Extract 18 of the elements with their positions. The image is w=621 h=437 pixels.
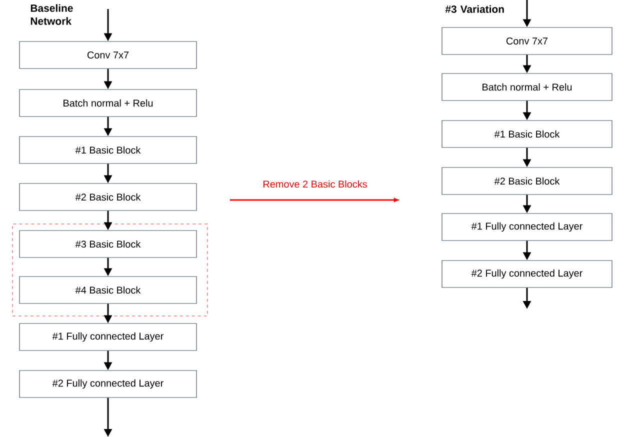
arrow-label: Remove 2 Basic Blocks bbox=[264, 180, 367, 188]
column-title: #3 Variation bbox=[445, 5, 504, 13]
column-title: Baseline Network bbox=[30, 4, 73, 25]
layer-box: Conv 7x7 bbox=[442, 27, 612, 55]
layer-box: #2 Fully connected Layer bbox=[442, 260, 612, 288]
layer-box: #1 Basic Block bbox=[442, 120, 612, 148]
layer-box: #1 Fully connected Layer bbox=[442, 213, 612, 241]
layer-box: #3 Basic Block bbox=[19, 230, 197, 258]
layer-box: Conv 7x7 bbox=[19, 41, 197, 69]
layer-box: Batch normal + Relu bbox=[19, 89, 197, 117]
layer-box: #2 Basic Block bbox=[19, 183, 197, 211]
layer-box: #1 Basic Block bbox=[19, 136, 197, 164]
layer-box: Batch normal + Relu bbox=[442, 73, 612, 101]
layer-box: #4 Basic Block bbox=[19, 276, 197, 304]
layer-box: #2 Basic Block bbox=[442, 167, 612, 195]
dashed-group-box bbox=[12, 224, 208, 316]
layer-box: #2 Fully connected Layer bbox=[19, 370, 197, 398]
layer-box: #1 Fully connected Layer bbox=[19, 323, 197, 351]
